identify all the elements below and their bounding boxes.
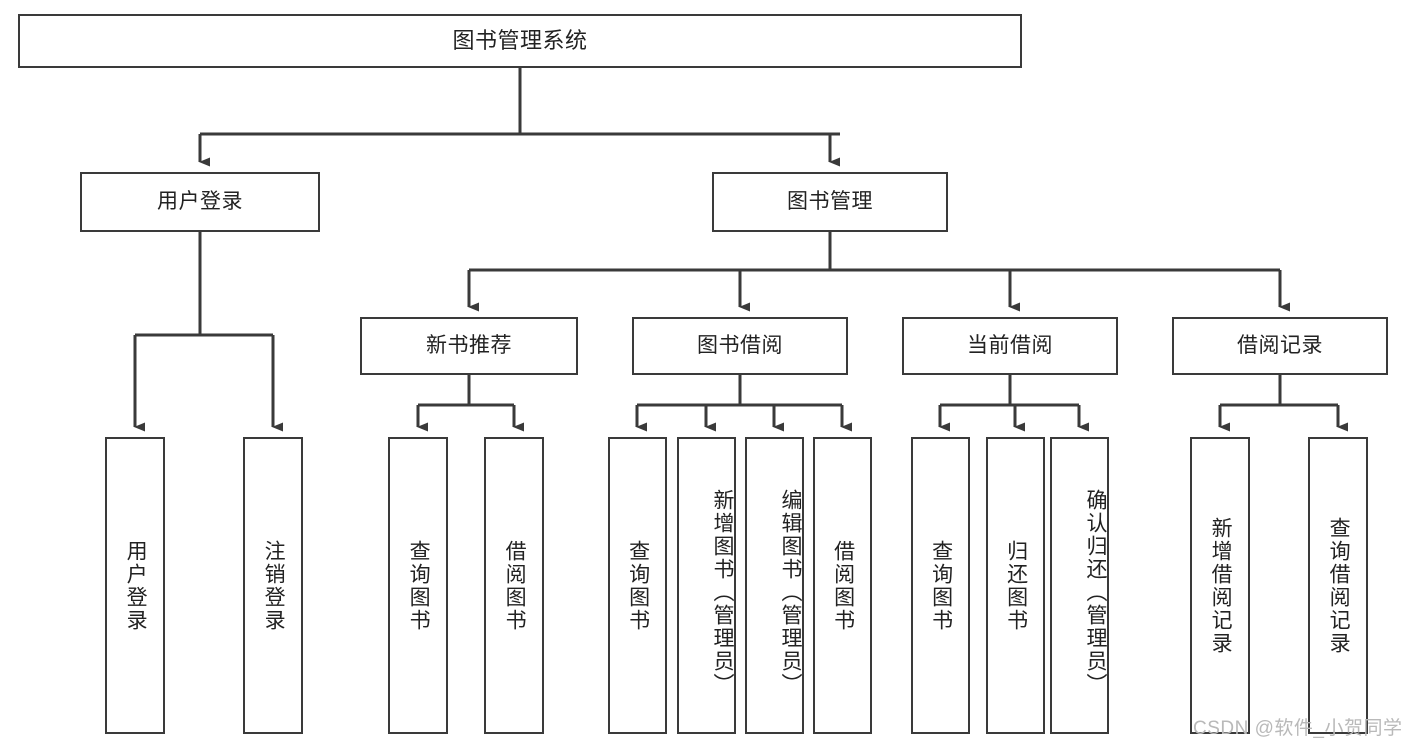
leaf-node-query-books-current[interactable]: 查询图书 bbox=[911, 437, 970, 734]
node-label: 注销登录 bbox=[262, 539, 286, 632]
node-label: 查询借阅记录 bbox=[1327, 516, 1351, 655]
node-label: 归还图书 bbox=[1004, 539, 1028, 632]
leaf-node-borrow-books[interactable]: 借阅图书 bbox=[813, 437, 872, 734]
leaf-node-query-borrow-record[interactable]: 查询借阅记录 bbox=[1308, 437, 1368, 734]
node-label: 借阅记录 bbox=[1237, 334, 1323, 358]
node-label: 编辑图书（管理员） bbox=[779, 489, 802, 696]
node-label: 查询图书 bbox=[407, 539, 431, 632]
leaf-node-logout[interactable]: 注销登录 bbox=[243, 437, 303, 734]
node-user-login[interactable]: 用户登录 bbox=[80, 172, 320, 232]
leaf-node-confirm-return-admin[interactable]: 确认归还（管理员） bbox=[1050, 437, 1109, 734]
node-label: 图书管理 bbox=[787, 190, 873, 214]
leaf-node-user-login[interactable]: 用户登录 bbox=[105, 437, 165, 734]
leaf-node-add-borrow-record[interactable]: 新增借阅记录 bbox=[1190, 437, 1250, 734]
node-label: 查询图书 bbox=[626, 539, 650, 632]
leaf-node-add-book-admin[interactable]: 新增图书（管理员） bbox=[677, 437, 736, 734]
node-label: 新书推荐 bbox=[426, 334, 512, 358]
node-book-management[interactable]: 图书管理 bbox=[712, 172, 948, 232]
leaf-node-query-books-borrow[interactable]: 查询图书 bbox=[608, 437, 667, 734]
node-label: 查询图书 bbox=[929, 539, 953, 632]
node-label: 确认归还（管理员） bbox=[1084, 489, 1107, 696]
node-label: 用户登录 bbox=[157, 190, 243, 214]
node-root-book-management-system[interactable]: 图书管理系统 bbox=[18, 14, 1022, 68]
node-label: 当前借阅 bbox=[967, 334, 1053, 358]
node-label: 借阅图书 bbox=[831, 539, 855, 632]
node-label: 新增图书（管理员） bbox=[711, 489, 734, 696]
node-borrowing-records[interactable]: 借阅记录 bbox=[1172, 317, 1388, 375]
node-label: 新增借阅记录 bbox=[1209, 516, 1233, 655]
leaf-node-edit-book-admin[interactable]: 编辑图书（管理员） bbox=[745, 437, 804, 734]
node-current-borrowing[interactable]: 当前借阅 bbox=[902, 317, 1118, 375]
csdn-watermark: CSDN @软件_小贺同学 bbox=[1193, 718, 1403, 739]
node-new-book-recommendation[interactable]: 新书推荐 bbox=[360, 317, 578, 375]
node-label: 用户登录 bbox=[124, 539, 148, 632]
node-label: 图书借阅 bbox=[697, 334, 783, 358]
node-label: 借阅图书 bbox=[503, 539, 527, 632]
leaf-node-return-books[interactable]: 归还图书 bbox=[986, 437, 1045, 734]
node-label: 图书管理系统 bbox=[452, 27, 588, 53]
leaf-node-query-books-recommend[interactable]: 查询图书 bbox=[388, 437, 448, 734]
node-book-borrowing[interactable]: 图书借阅 bbox=[632, 317, 848, 375]
leaf-node-borrow-books-recommend[interactable]: 借阅图书 bbox=[484, 437, 544, 734]
